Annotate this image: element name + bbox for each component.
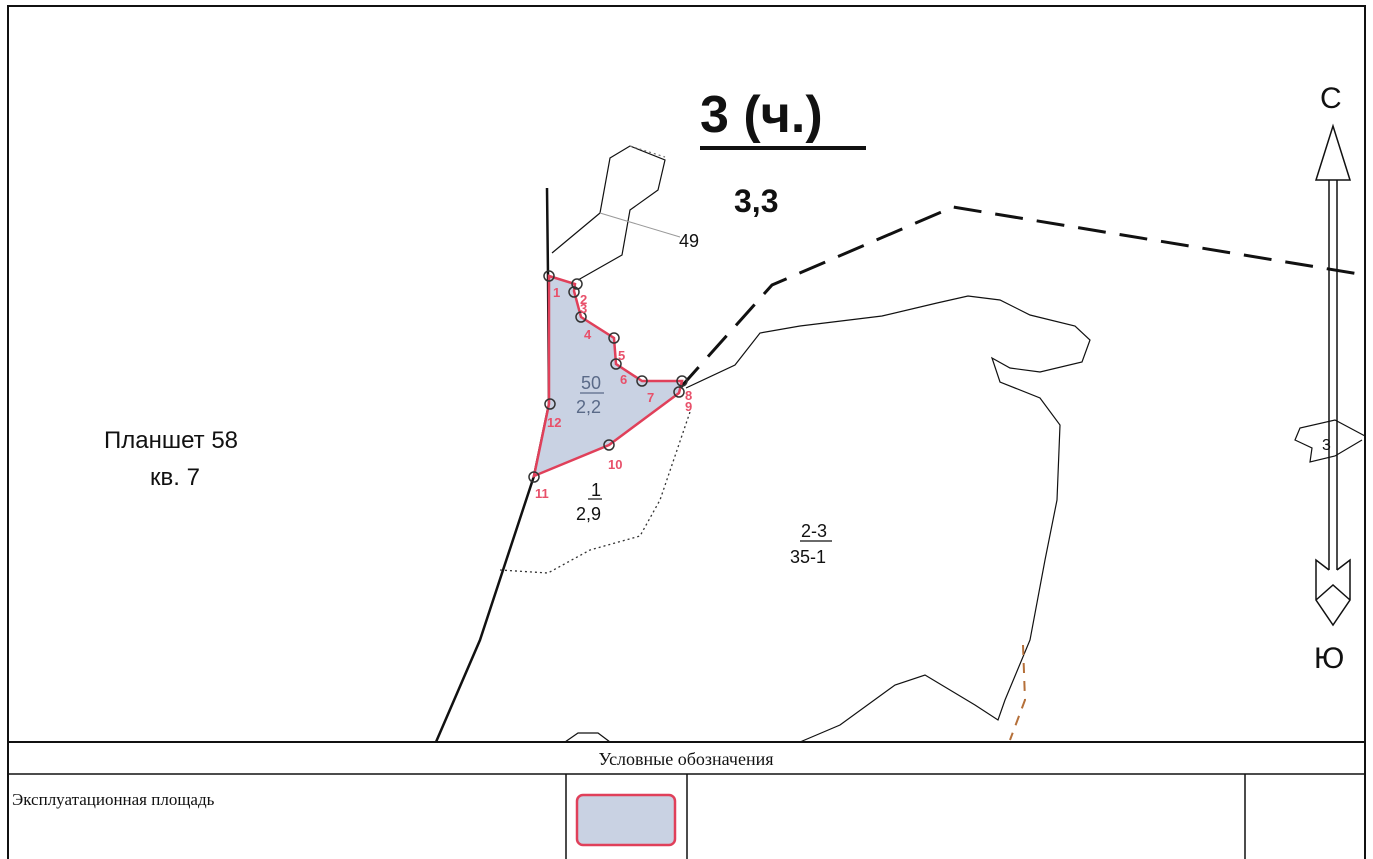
point-label-8: 8 [685,388,692,403]
boundary-point [673,386,685,398]
boundary-point [568,286,580,298]
boundary-point [543,270,555,282]
bottom-arc-line [564,732,611,743]
south-label: Ю [1314,642,1344,675]
point-label-9: 9 [685,399,692,414]
legend-item-swatch [575,793,677,847]
boundary-points [528,270,688,483]
legend-item-label: Эксплуатационная площадь [12,790,215,809]
parcel-49-leader [599,212,681,238]
point-label-11: 11 [535,486,549,501]
point-label-4: 4 [584,327,592,342]
brown-dashed-line [1009,644,1027,741]
point-label-2: 2 [580,292,587,307]
parcel-49-dotted-edge [629,145,666,158]
map-title: 3 (ч.) [700,86,823,144]
parcel-1-area: 2,9 [576,504,601,524]
parcel-49-label: 49 [679,231,699,251]
point-label-10: 10 [608,457,622,472]
boundary-point [575,311,587,323]
boundary-point [571,278,583,290]
parcel-49-outline [551,145,666,281]
north-arrow: С Ю [1314,82,1352,675]
road-line [434,187,551,743]
north-label: С [1320,82,1342,115]
point-label-3: 3 [580,301,587,316]
boundary-point [636,375,648,387]
parcel-2-3-outline [685,295,1091,743]
point-label-12: 12 [547,415,561,430]
boundary-point [610,358,622,370]
boundary-point [603,439,615,451]
parcel-1-number: 1 [591,480,601,500]
parcel-2-3-area: 35-1 [790,547,826,567]
parcel-1-dotted-outline [499,411,691,574]
north-arrow-head [1314,123,1352,181]
sheet-label: Планшет 58 [104,427,238,454]
legend-title: Условные обозначения [598,749,773,769]
boundary-point [544,398,556,410]
exploitation-area-polygon [532,274,684,479]
area-value: 3,3 [734,183,778,219]
point-label-6: 6 [620,372,627,387]
parcel-2-3-number: 2-3 [801,521,827,541]
legend-table: Условные обозначения Эксплуатационная пл… [8,741,1365,859]
block-label: кв. 7 [150,464,200,491]
parcel-50-number: 50 [581,373,601,393]
boundary-point [528,471,540,483]
dashed-boundary-line [678,205,1366,389]
point-label-7: 7 [647,390,654,405]
boundary-point [608,332,620,344]
parcel-50-area: 2,2 [576,397,601,417]
point-label-1: 1 [553,285,560,300]
boundary-point [676,375,688,387]
point-label-5: 5 [618,348,625,363]
north-arrow-tail [1315,558,1351,627]
parcel-3-edge-label: 3 [1322,437,1331,454]
